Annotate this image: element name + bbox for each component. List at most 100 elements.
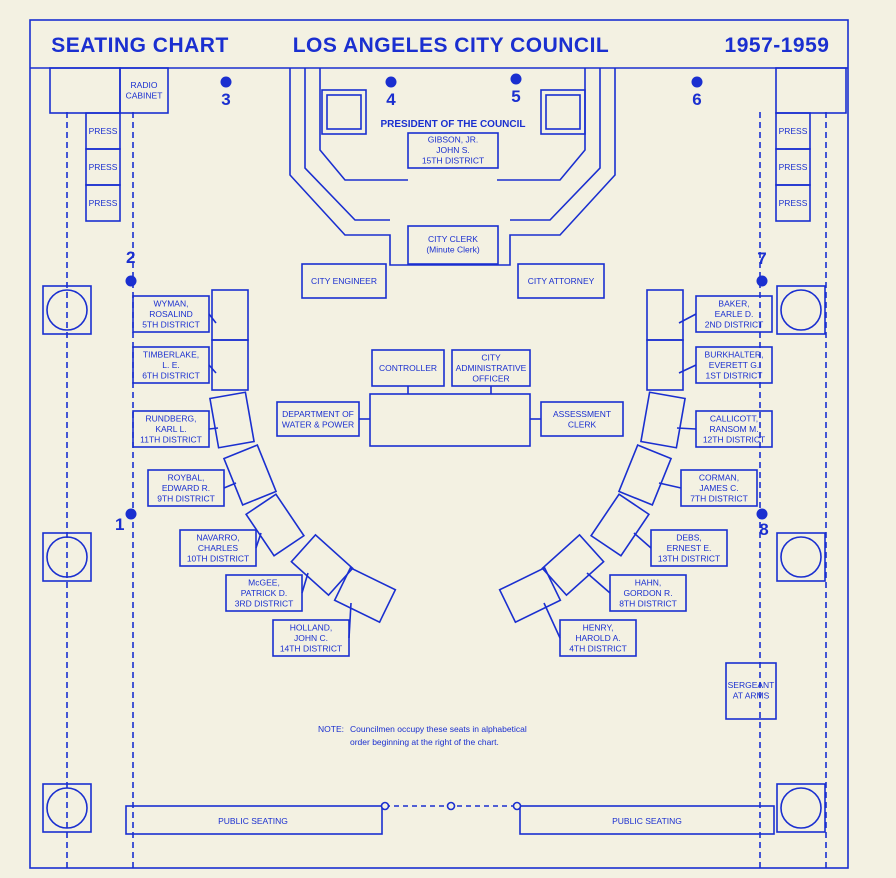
marker-number: 8 <box>759 520 768 539</box>
councilman-name-left-line: NAVARRO, <box>196 533 239 543</box>
councilman-connector <box>208 427 219 430</box>
councilman-connector <box>208 364 217 374</box>
councilman-connector <box>255 532 262 549</box>
dais-seat-right <box>540 89 586 135</box>
councilman-name-right-line: HENRY, <box>583 623 614 633</box>
councilman-name-right-line: HAHN, <box>635 578 661 588</box>
water-power-label-line: DEPARTMENT OF <box>282 409 354 419</box>
councilman-name-left-line: 10TH DISTRICT <box>187 554 249 564</box>
councilman-name-left-line: ROSALIND <box>149 309 192 319</box>
councilman-name-left-line: PATRICK D. <box>241 588 287 598</box>
public-seating-right <box>519 805 775 835</box>
councilman-name-right-line: 1ST DISTRICT <box>706 371 763 381</box>
councilman-name-right-line: GORDON R. <box>623 588 672 598</box>
sergeant-label-line: AT ARMS <box>733 690 770 700</box>
council-desk <box>222 444 278 506</box>
public-seating-left <box>125 805 383 835</box>
press-label-left: PRESS <box>89 126 118 136</box>
dais-inner-left <box>304 68 390 221</box>
column-circle <box>46 289 88 331</box>
councilman-connector <box>301 572 309 594</box>
public-seating-label: PUBLIC SEATING <box>612 816 682 826</box>
councilman-name-right-line: JAMES C. <box>699 483 738 493</box>
radio-cabinet-block <box>49 67 121 114</box>
dais-seat-right-inner <box>545 94 581 130</box>
councilman-name-right-line: EVERETT G. <box>709 360 759 370</box>
press-box-right <box>775 184 811 222</box>
dais-inner-right <box>510 68 601 221</box>
marker-number: 5 <box>511 87 520 106</box>
chart-title-left: SEATING CHART <box>51 34 229 57</box>
city-clerk-label-line: (Minute Clerk) <box>426 244 480 254</box>
column-circle <box>46 787 88 829</box>
marker-dot <box>756 275 768 287</box>
press-box-left <box>85 184 121 222</box>
councilman-name-left-line: JOHN C. <box>294 633 328 643</box>
councilman-name-left-line: RUNDBERG, <box>145 414 196 424</box>
rail-post <box>380 801 390 811</box>
chart-title-years: 1957-1959 <box>725 34 830 57</box>
controller-label: CONTROLLER <box>379 363 437 373</box>
councilman-name-left-line: 5TH DISTRICT <box>142 320 200 330</box>
councilman-name-left-line: 11TH DISTRICT <box>140 435 202 445</box>
column-box <box>776 783 826 833</box>
dais-outer <box>289 68 616 266</box>
councilman-connector <box>658 482 682 489</box>
councilman-name-right-line: 7TH DISTRICT <box>690 494 748 504</box>
councilman-name-right-line: DEBS, <box>676 533 702 543</box>
press-label-right: PRESS <box>779 126 808 136</box>
councilman-name-right-line: RANSOM M. <box>709 424 758 434</box>
council-desk <box>640 391 686 449</box>
dais-front-left <box>319 68 408 181</box>
councilman-name-right-line: 12TH DISTRICT <box>703 435 765 445</box>
cao-label-line: OFFICER <box>472 374 509 384</box>
councilman-name-right-line: 8TH DISTRICT <box>619 599 677 609</box>
marker-dot <box>691 76 703 88</box>
water-power-label-line: WATER & POWER <box>282 419 354 429</box>
councilman-name-left-line: 3RD DISTRICT <box>235 599 294 609</box>
chart-title-center: LOS ANGELES CITY COUNCIL <box>293 34 610 57</box>
city-clerk-box <box>407 225 499 265</box>
column-box <box>42 285 92 335</box>
cabinet-right-block <box>775 67 847 114</box>
councilman-name-right-line: BAKER, <box>718 299 749 309</box>
councilman-name-right-line: 2ND DISTRICT <box>705 320 764 330</box>
council-desk <box>211 289 249 341</box>
note-line: Councilmen occupy these seats in alphabe… <box>350 724 527 734</box>
council-desk <box>244 493 306 557</box>
council-desk <box>333 566 397 624</box>
radio-cabinet-box <box>119 67 169 114</box>
councilman-name-left-line: McGEE, <box>248 578 280 588</box>
council-desk <box>617 444 673 506</box>
marker-dot <box>125 508 137 520</box>
press-label-right: PRESS <box>779 198 808 208</box>
column-circle <box>46 536 88 578</box>
council-desk <box>498 566 562 624</box>
councilman-name-left-line: HOLLAND, <box>290 623 333 633</box>
assessment-clerk-label-line: ASSESSMENT <box>553 409 611 419</box>
marker-number: 4 <box>386 90 396 109</box>
councilman-connector <box>586 572 611 594</box>
radio-cabinet-label-line: CABINET <box>126 90 163 100</box>
marker-number: 1 <box>115 515 124 534</box>
councilman-connector <box>543 602 561 639</box>
president-label-line: 15TH DISTRICT <box>422 156 484 166</box>
councilman-name-right-line: BURKHALTER, <box>705 350 764 360</box>
column-box <box>776 285 826 335</box>
councilman-name-left-line: TIMBERLAKE, <box>143 350 199 360</box>
city-engineer-box <box>301 263 387 299</box>
councilman-name-left-line: 6TH DISTRICT <box>142 371 200 381</box>
public-seating-label: PUBLIC SEATING <box>218 816 288 826</box>
marker-dot <box>385 76 397 88</box>
note-line: order beginning at the right of the char… <box>350 737 499 747</box>
column-box <box>42 783 92 833</box>
council-desk <box>646 289 684 341</box>
councilman-connector <box>676 427 697 430</box>
councilman-name-left-line: 14TH DISTRICT <box>280 644 342 654</box>
councilman-connector <box>208 313 217 324</box>
dais-seat-left-inner <box>326 94 362 130</box>
councilman-connector <box>348 602 352 639</box>
councilman-connector <box>678 313 697 324</box>
president-label-line: JOHN S. <box>436 145 470 155</box>
